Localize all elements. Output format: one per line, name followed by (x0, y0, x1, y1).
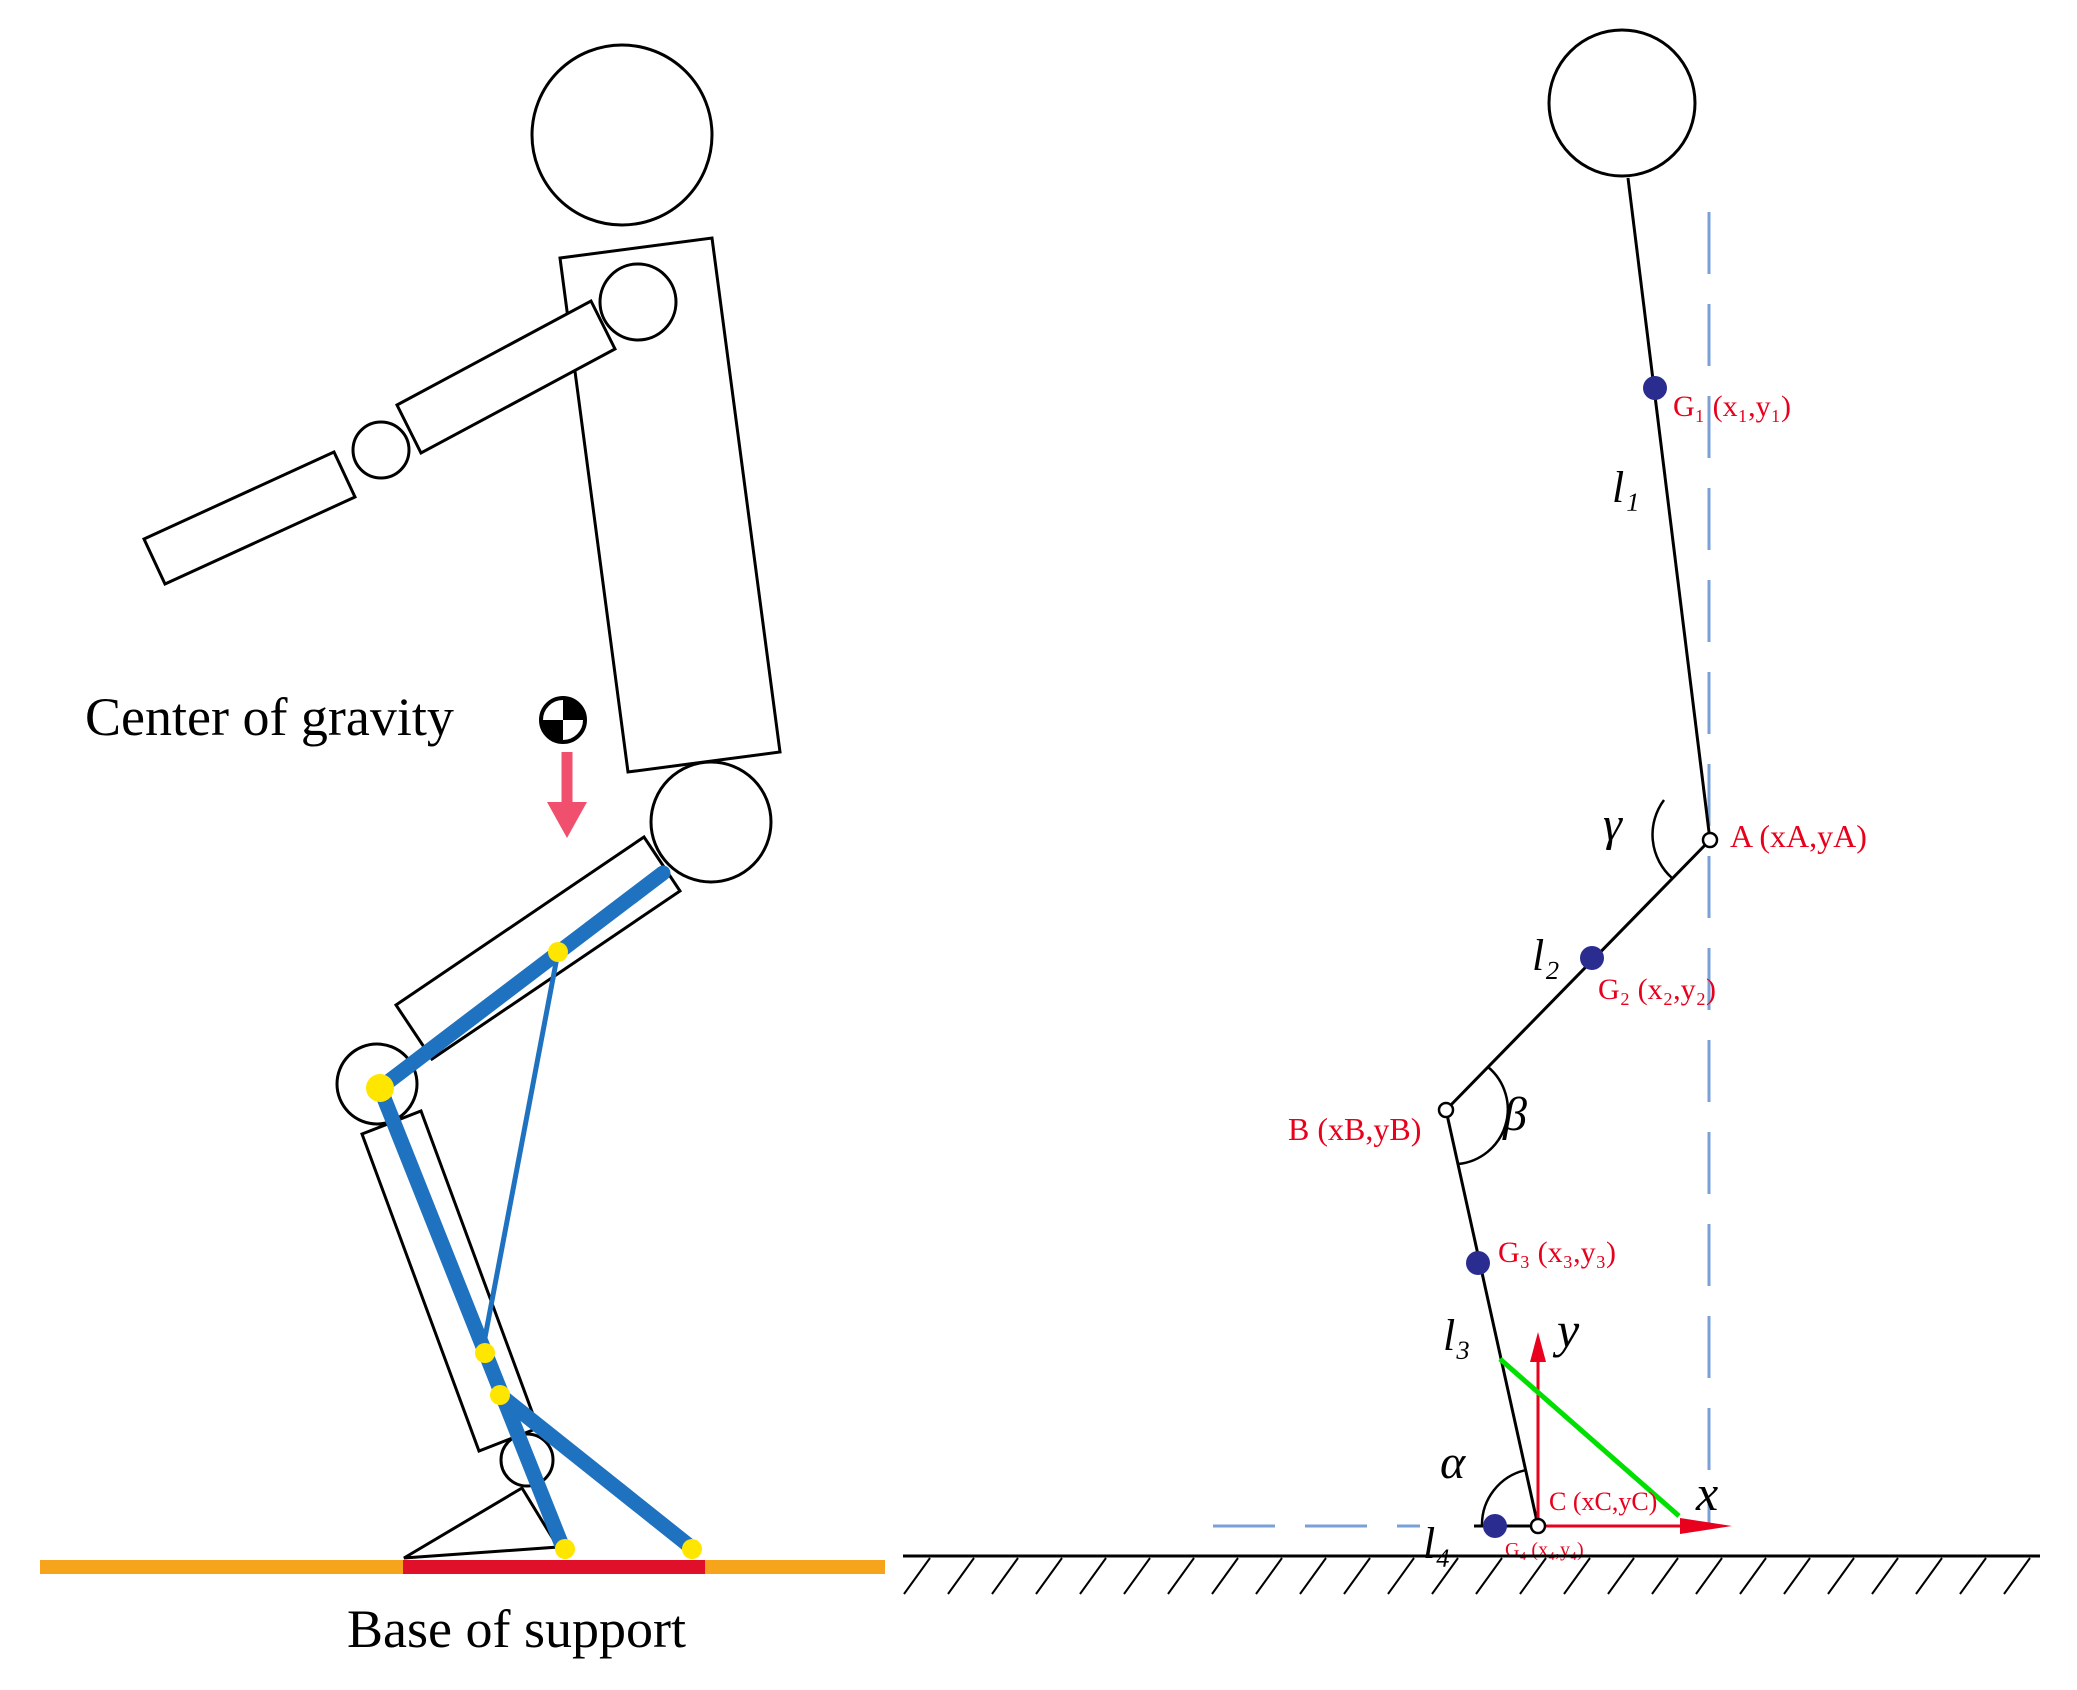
shin-to-toe-muscle (492, 1387, 700, 1556)
gamma-angle-arc (1651, 799, 1673, 879)
hatch-mark (1783, 1557, 1811, 1595)
hatch-mark (1035, 1557, 1063, 1595)
hatch-mark (1079, 1557, 1107, 1595)
hatch-mark (1959, 1557, 1987, 1595)
center-of-gravity-icon (539, 696, 587, 744)
upper-arm-rectangle (395, 298, 617, 456)
link-l1 (1626, 177, 1712, 841)
thigh-attachment-point (548, 942, 568, 962)
head-circle (530, 43, 714, 227)
heel-attachment-point (555, 1539, 575, 1559)
coordinate-axes (1530, 1332, 1732, 1534)
hatch-mark (1475, 1557, 1503, 1595)
label-G1: G₁ (x₁,y₁) (1673, 390, 1791, 423)
label-A: A (xA,yA) (1730, 818, 1867, 854)
mass-point-G4 (1483, 1514, 1507, 1538)
base-of-support-label: Base of support (347, 1599, 686, 1659)
x-axis-arrow (1680, 1518, 1732, 1534)
label-axis-y: y (1552, 1302, 1580, 1358)
gravity-arrow (547, 752, 587, 838)
label-C: C (xC,yC) (1549, 1487, 1657, 1516)
torso-rectangle (558, 236, 782, 774)
center-of-gravity-label: Center of gravity (85, 687, 454, 747)
y-axis-arrow (1530, 1332, 1546, 1362)
label-alpha: α (1440, 1436, 1466, 1489)
hip-joint-circle (649, 760, 773, 884)
label-gamma: γ (1603, 798, 1623, 851)
hatch-mark (2003, 1557, 2031, 1595)
alpha-angle-arc (1480, 1468, 1527, 1527)
label-G2: G₂ (x₂,y₂) (1598, 973, 1716, 1006)
label-l4: l₄ (1423, 1519, 1451, 1568)
hatch-mark (1871, 1557, 1899, 1595)
hatch-mark (1343, 1557, 1371, 1595)
label-axis-x: x (1695, 1465, 1718, 1521)
hatched-ground (903, 1554, 2040, 1595)
hatch-mark (1915, 1557, 1943, 1595)
toe-attachment-point (682, 1539, 702, 1559)
hatch-mark (1563, 1557, 1591, 1595)
link-l3 (1444, 1109, 1540, 1527)
hatch-mark (1607, 1557, 1635, 1595)
hatch-mark (903, 1557, 931, 1595)
knee-to-ankle-muscle (372, 1080, 571, 1556)
knee-attachment-point (366, 1074, 394, 1102)
hatch-mark (1211, 1557, 1239, 1595)
label-l1: l₁ (1612, 463, 1640, 512)
beta-angle-arc (1457, 1066, 1510, 1166)
support-diagonal-line (1498, 1357, 1681, 1518)
thigh-rectangle (393, 834, 683, 1062)
mass-point-G3 (1466, 1251, 1490, 1275)
shin-attachment-point-upper (475, 1343, 495, 1363)
hatch-mark (947, 1557, 975, 1595)
label-G4: G₄ (x₄,y₄) (1505, 1539, 1584, 1561)
forearm-rectangle (142, 450, 357, 586)
mass-point-G2 (1580, 946, 1604, 970)
label-beta: β (1502, 1088, 1527, 1141)
joint-C (1529, 1517, 1547, 1535)
foot-triangle (403, 1485, 561, 1560)
left-squat-figure: Center of gravity Base of support (40, 43, 885, 1659)
ground-hatching (903, 1557, 2031, 1595)
model-head-circle (1547, 28, 1697, 178)
mass-point-G1 (1643, 376, 1667, 400)
label-B: B (xB,yB) (1288, 1111, 1421, 1147)
hatch-mark (1827, 1557, 1855, 1595)
joint-B (1437, 1101, 1455, 1119)
label-G3: G₃ (x₃,y₃) (1498, 1236, 1616, 1269)
hatch-mark (1739, 1557, 1767, 1595)
model-links (1444, 177, 1712, 1528)
shin-attachment-point-lower (490, 1385, 510, 1405)
shoulder-joint-circle (598, 262, 678, 342)
hatch-mark (1255, 1557, 1283, 1595)
hatch-mark (1299, 1557, 1327, 1595)
hatch-mark (1519, 1557, 1547, 1595)
biarticular-muscle-lower (377, 949, 561, 1091)
attachment-points (366, 942, 702, 1559)
hatch-mark (1123, 1557, 1151, 1595)
hatch-mark (1651, 1557, 1679, 1595)
link-l2 (1444, 838, 1712, 1112)
label-l3: l₃ (1443, 1311, 1471, 1360)
hatch-mark (991, 1557, 1019, 1595)
muscle-group (372, 865, 700, 1556)
mass-points (1466, 376, 1667, 1538)
biarticular-muscle-upper (480, 949, 561, 1351)
label-l2: l₂ (1532, 931, 1560, 980)
hatch-mark (1387, 1557, 1415, 1595)
hatch-mark (1167, 1557, 1195, 1595)
elbow-joint-circle (351, 420, 411, 480)
joint-A (1701, 831, 1719, 849)
hatch-mark (1431, 1557, 1459, 1595)
hatch-mark (1695, 1557, 1723, 1595)
right-kinematic-model: G₁ (x₁,y₁) A (xA,yA) G₂ (x₂,y₂) B (xB,yB… (903, 28, 2040, 1595)
